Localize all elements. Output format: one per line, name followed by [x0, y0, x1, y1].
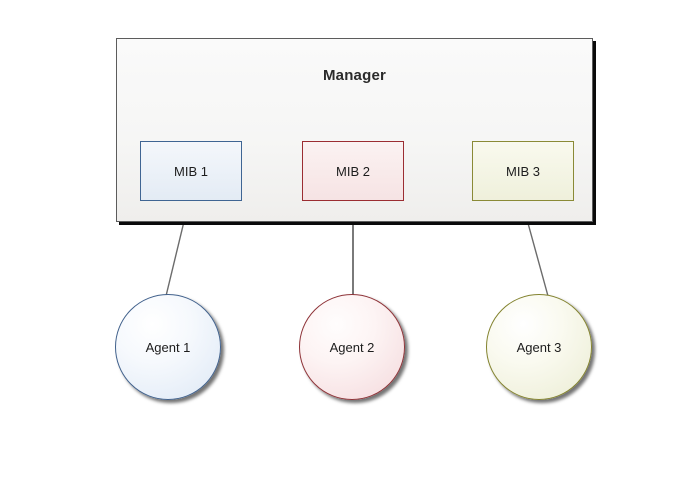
mib-box-1[interactable]: MIB 1	[140, 141, 242, 201]
mib-box-2-label: MIB 2	[336, 163, 370, 179]
manager-title: Manager	[322, 67, 387, 84]
agent-circle-3-label: Agent 3	[516, 339, 562, 355]
agent-circle-1-label: Agent 1	[145, 339, 191, 355]
mib-box-3[interactable]: MIB 3	[472, 141, 574, 201]
agent-circle-3[interactable]: Agent 3	[486, 294, 592, 400]
mib-box-2[interactable]: MIB 2	[302, 141, 404, 201]
agent-circle-2[interactable]: Agent 2	[299, 294, 405, 400]
mib-box-3-label: MIB 3	[506, 163, 540, 179]
mib-box-1-label: MIB 1	[174, 163, 208, 179]
agent-circle-1[interactable]: Agent 1	[115, 294, 221, 400]
agent-circle-2-label: Agent 2	[329, 339, 375, 355]
